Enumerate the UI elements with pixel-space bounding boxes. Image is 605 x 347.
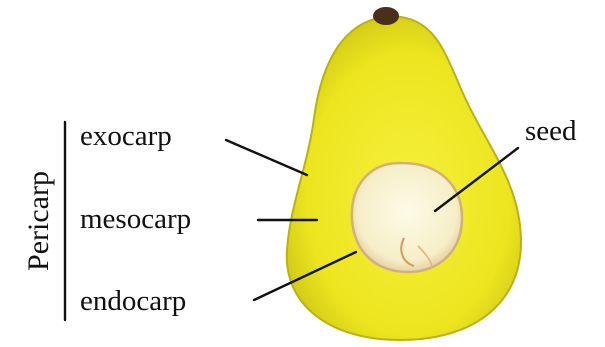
stem (373, 7, 399, 25)
pericarp-label: Pericarp (22, 171, 55, 271)
mesocarp-label: mesocarp (80, 203, 191, 235)
seed-label: seed (525, 115, 577, 147)
exocarp-label: exocarp (80, 120, 172, 152)
endocarp-label: endocarp (80, 285, 186, 317)
exocarp-leader (226, 140, 307, 175)
seed (352, 163, 462, 272)
